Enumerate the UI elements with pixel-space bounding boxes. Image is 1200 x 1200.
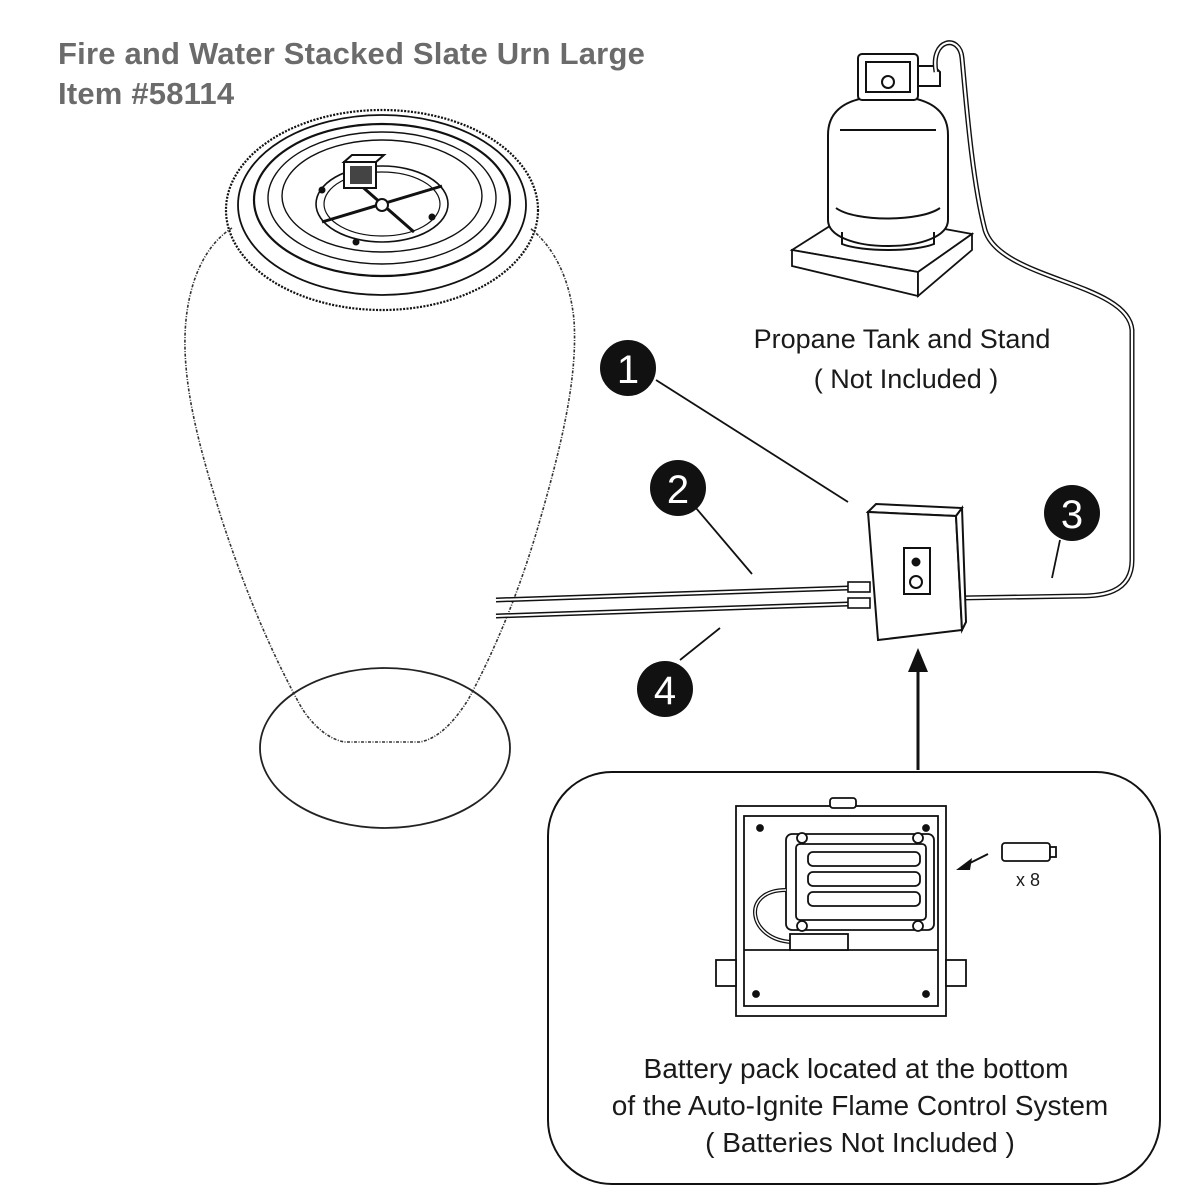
battery-quantity: x 8: [1016, 870, 1040, 890]
callout-2: 2: [650, 460, 706, 516]
svg-text:3: 3: [1061, 493, 1083, 537]
item-number: Item #58114: [58, 76, 235, 111]
battery-icon: [1001, 842, 1057, 862]
propane-hose: [932, 40, 1135, 601]
callout-4: 4: [637, 661, 693, 717]
battery-pack: [715, 797, 967, 1017]
urn-body: [184, 227, 576, 743]
fire-bowl-rim: [224, 108, 540, 312]
tank-label: Propane Tank and Stand: [754, 324, 1051, 354]
battery-caption-note: ( Batteries Not Included ): [705, 1127, 1015, 1158]
callout-3: 3: [1044, 485, 1100, 541]
svg-text:4: 4: [654, 669, 676, 713]
propane-tank: [827, 53, 949, 251]
svg-text:2: 2: [667, 468, 689, 512]
callout-1: 1: [600, 340, 656, 396]
flame-control-box: [865, 502, 968, 642]
pointer-arrow-icon: [956, 853, 989, 870]
pilot-box: [341, 154, 387, 189]
gas-lines: [495, 581, 871, 619]
battery-caption-line1: Battery pack located at the bottom: [644, 1053, 1069, 1084]
urn-base: [259, 667, 511, 829]
tank-label-note: ( Not Included ): [814, 364, 999, 394]
up-arrow-icon: [908, 648, 928, 770]
battery-caption-line2: of the Auto-Ignite Flame Control System: [612, 1090, 1108, 1121]
diagram-title: Fire and Water Stacked Slate Urn Large: [58, 36, 646, 71]
svg-text:1: 1: [617, 348, 639, 392]
